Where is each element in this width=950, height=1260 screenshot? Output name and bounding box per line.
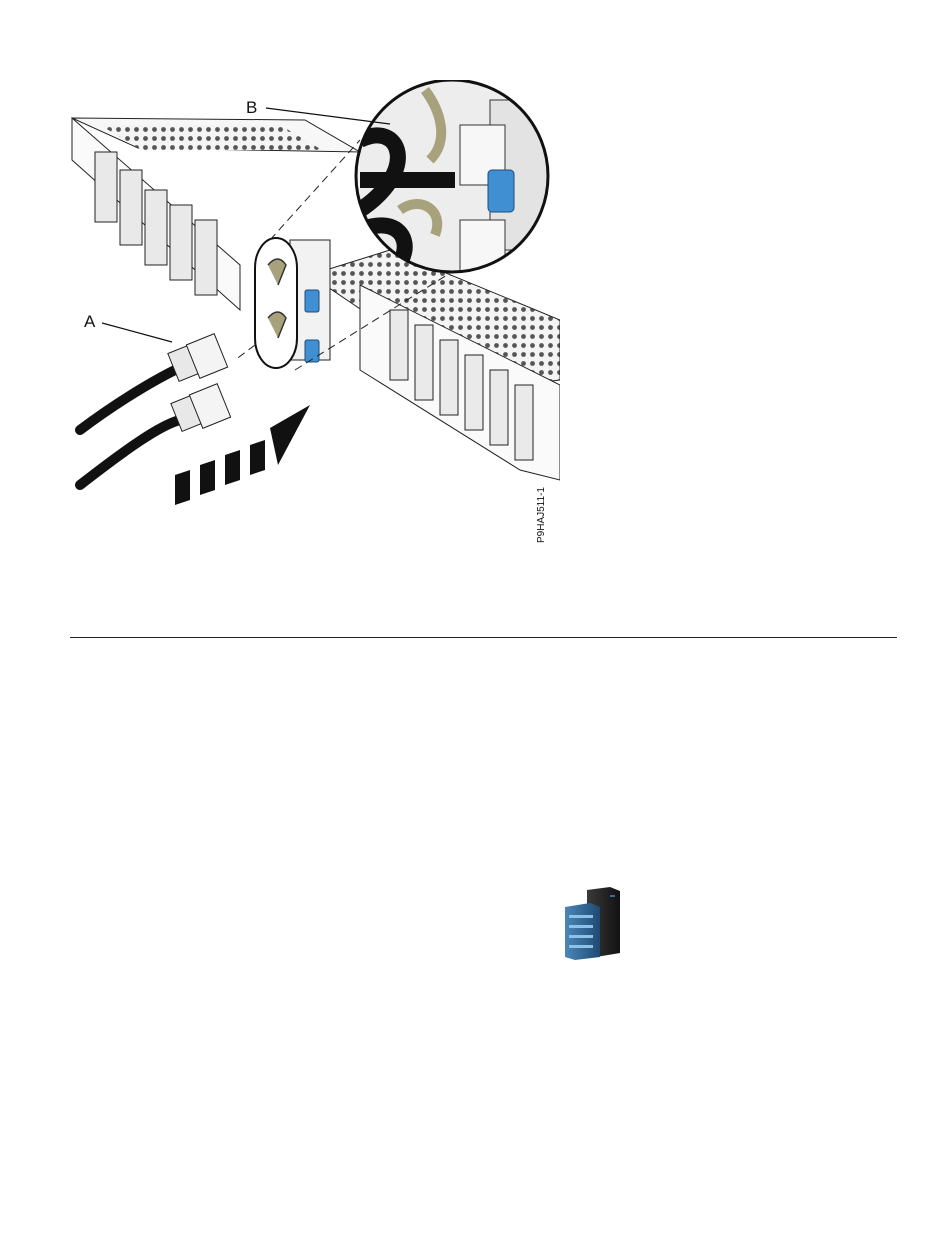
- section-divider: [70, 637, 897, 638]
- power-cable-installation-illustration: B A P9HAJ511-1: [60, 80, 560, 560]
- server-rack-icon: [560, 885, 630, 960]
- server-chassis-top: [72, 118, 360, 152]
- zoom-detail-circle: [356, 80, 560, 280]
- callout-a: A: [84, 312, 172, 342]
- server-vent-front: [310, 250, 560, 480]
- strap-highlight-oval: [255, 238, 297, 368]
- figure-id: P9HAJ511-1: [536, 487, 547, 543]
- callout-b-label: B: [246, 98, 257, 117]
- callout-a-label: A: [84, 312, 96, 331]
